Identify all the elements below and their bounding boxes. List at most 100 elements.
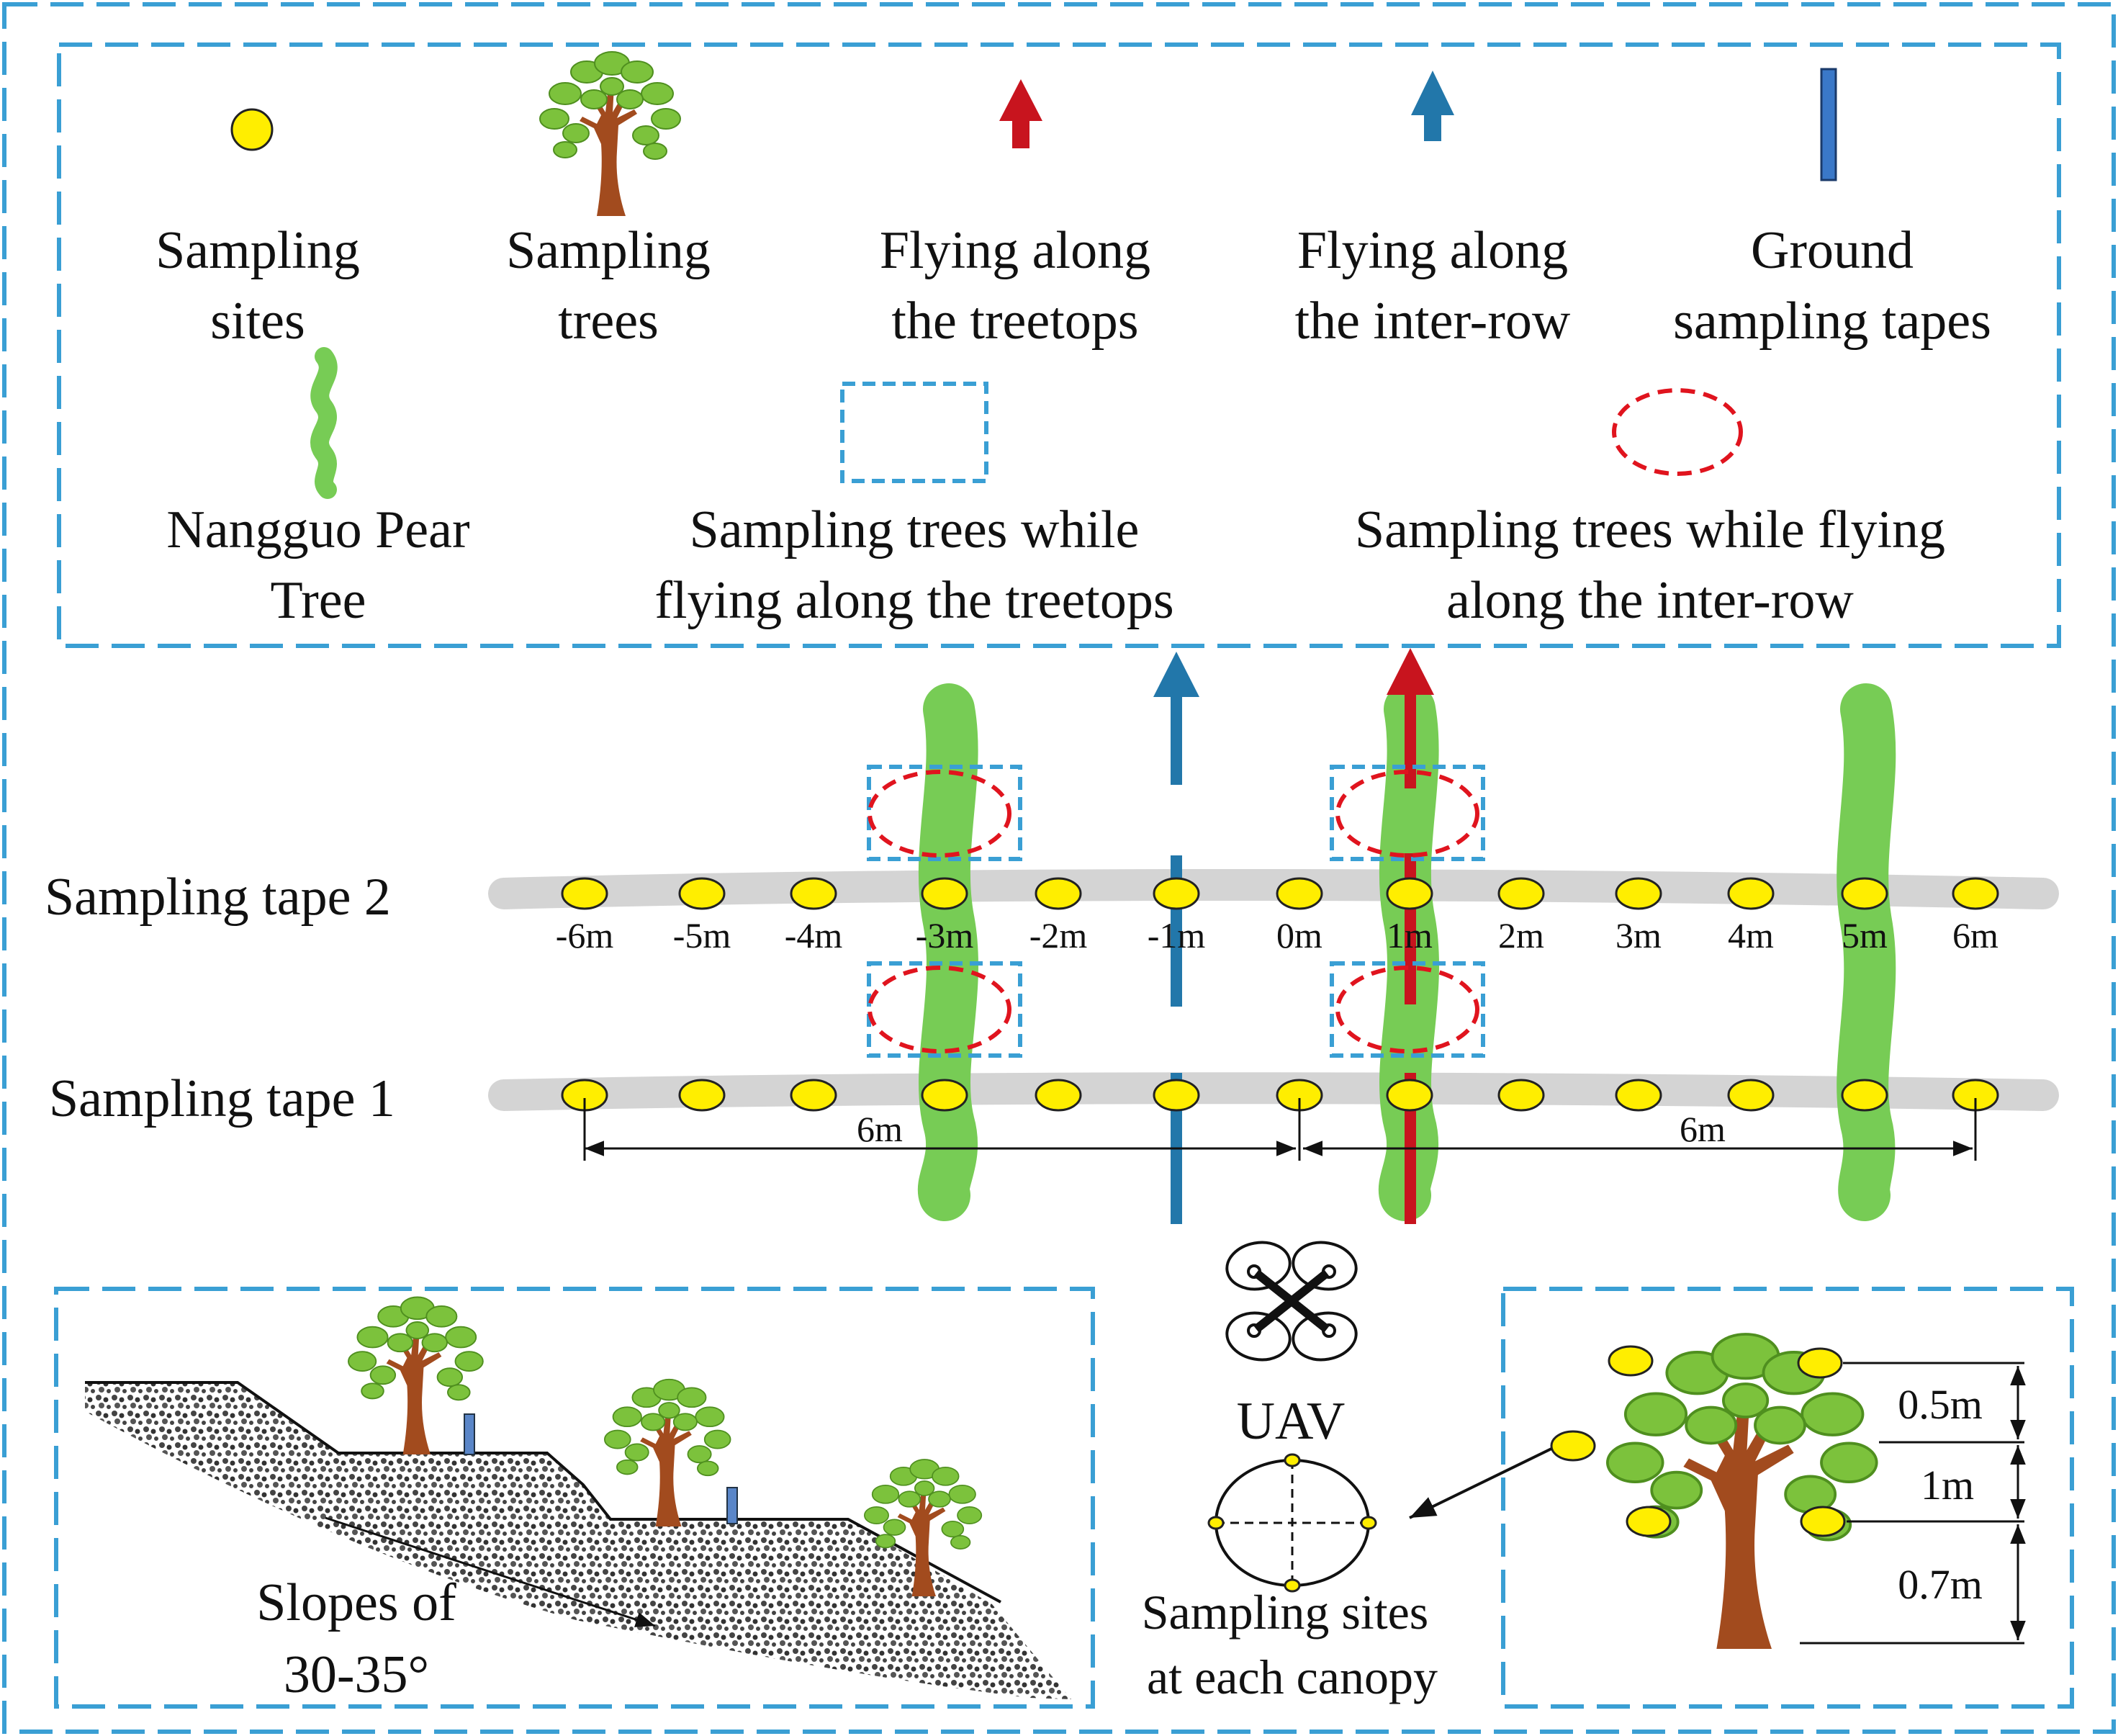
tape-2-label: Sampling tape 2 xyxy=(45,868,391,927)
interrow-sample-ellipse-3 xyxy=(1335,770,1479,858)
legend-flying-interrow-2: the inter-row xyxy=(1295,292,1571,351)
legend-box-treetops-1: Sampling trees while xyxy=(690,500,1140,559)
position-label: 2m xyxy=(1498,915,1544,955)
treetop-box-symbol xyxy=(840,382,988,483)
legend-sampling-sites-2: sites xyxy=(210,292,305,351)
tape-1-site xyxy=(1727,1079,1775,1112)
legend-pear-tree-1: Nangguo Pear xyxy=(166,500,469,559)
tape-2-site xyxy=(921,877,968,910)
slope-direction-arrow xyxy=(325,1516,656,1627)
position-label: -2m xyxy=(1029,915,1088,955)
tape-2-site xyxy=(561,877,608,910)
legend: Sampling sites Sampling trees Flying alo… xyxy=(156,51,1991,630)
tape-1-site xyxy=(790,1079,837,1112)
slope-tape-post-2 xyxy=(726,1487,738,1524)
legend-ellipse-interrow-2: along the inter-row xyxy=(1446,571,1854,630)
tape-2-site xyxy=(1386,877,1433,910)
canopy-label-1: Sampling sites xyxy=(1142,1585,1429,1640)
slope-label-1: Slopes of xyxy=(256,1573,456,1632)
span-right-label: 6m xyxy=(1680,1109,1726,1149)
legend-ellipse-interrow-1: Sampling trees while flying xyxy=(1355,500,1945,559)
legend-frame xyxy=(57,42,2061,648)
uav-label: UAV xyxy=(1237,1392,1346,1451)
position-label: 6m xyxy=(1952,915,1998,955)
tape-1-label: Sampling tape 1 xyxy=(49,1069,395,1128)
interrow-sample-ellipse-2 xyxy=(868,966,1011,1053)
uav-panel: UAV Sampling sites at each canopy xyxy=(1142,1241,1438,1704)
tape-2-site xyxy=(790,877,837,910)
canopy-tree xyxy=(1608,1334,1877,1649)
tape-1-site xyxy=(1153,1079,1200,1112)
field-layout: Sampling tape 2 Sampling tape 1 -6m-5m-4… xyxy=(45,648,2059,1224)
interrow-sample-ellipse-1 xyxy=(868,770,1011,858)
height-label-bottom: 0.7m xyxy=(1898,1561,1983,1608)
tape-1-site xyxy=(678,1079,726,1112)
slope-panel: Slopes of 30-35° xyxy=(85,1296,1071,1704)
slope-gravel xyxy=(85,1382,1071,1699)
tape-1-site xyxy=(1035,1079,1082,1112)
treetop-arrow-head xyxy=(1387,648,1434,695)
legend-sampling-trees-1: Sampling xyxy=(506,221,711,280)
interrow-sample-ellipse-4 xyxy=(1335,966,1479,1053)
treetop-arrow-symbol xyxy=(999,79,1042,148)
legend-sampling-trees-2: trees xyxy=(558,292,659,351)
tape-1-site xyxy=(1615,1079,1662,1112)
tape-2-site xyxy=(1952,877,1999,910)
canopy-frame xyxy=(1501,1287,2074,1709)
tape-2-site xyxy=(1276,877,1323,910)
tape-2-site xyxy=(678,877,726,910)
tape-2-sites xyxy=(561,877,1999,910)
position-label: -3m xyxy=(916,915,974,955)
legend-flying-treetops-1: Flying along xyxy=(880,221,1150,280)
interrow-ellipse-symbol xyxy=(1612,388,1743,476)
slope-tree-2 xyxy=(603,1378,731,1526)
tape-1-site xyxy=(1841,1079,1888,1112)
canopy-site-top-left xyxy=(1608,1345,1654,1377)
position-label: 4m xyxy=(1728,915,1774,955)
interrow-arrow-head xyxy=(1153,652,1199,697)
tape-1-site xyxy=(1497,1079,1545,1112)
tape-2-site xyxy=(1615,877,1662,910)
canopy-site-bottom-left xyxy=(1626,1506,1672,1537)
tape-2-site xyxy=(1841,877,1888,910)
canopy-site-diagram xyxy=(1207,1453,1377,1593)
position-label: -5m xyxy=(673,915,731,955)
interrow-arrow-symbol xyxy=(1411,71,1454,141)
span-left-label: 6m xyxy=(857,1109,903,1149)
slope-tape-post-1 xyxy=(464,1413,475,1455)
tape-1-site xyxy=(1386,1079,1433,1112)
position-label: 1m xyxy=(1387,915,1433,955)
pear-tree-symbol xyxy=(310,347,338,499)
slope-tree-1 xyxy=(348,1296,484,1454)
canopy-site-left xyxy=(1550,1430,1596,1462)
position-label: -4m xyxy=(785,915,843,955)
legend-pear-tree-2: Tree xyxy=(271,571,366,630)
slope-label-2: 30-35° xyxy=(284,1645,429,1704)
sampling-site-symbol xyxy=(230,108,274,151)
canopy-label-2: at each canopy xyxy=(1147,1650,1438,1704)
tape-2-site xyxy=(1035,877,1082,910)
legend-flying-treetops-2: the treetops xyxy=(891,292,1138,351)
canopy-height-panel: 0.5m 1m 0.7m xyxy=(1409,1334,2026,1649)
height-label-top: 0.5m xyxy=(1898,1381,1983,1428)
legend-box-treetops-2: flying along the treetops xyxy=(654,571,1173,630)
ground-tape-symbol xyxy=(1820,68,1837,181)
position-label: 0m xyxy=(1276,915,1322,955)
canopy-pointer-arrow xyxy=(1409,1447,1552,1519)
legend-ground-tapes-1: Ground xyxy=(1751,221,1914,280)
position-label: 3m xyxy=(1615,915,1662,955)
tree-icon xyxy=(539,51,681,216)
height-label-middle: 1m xyxy=(1921,1462,1974,1508)
position-label: 5m xyxy=(1842,915,1888,955)
tape-1-sites xyxy=(561,1079,1999,1112)
tape-1-band xyxy=(488,1072,2059,1111)
legend-flying-interrow-1: Flying along xyxy=(1297,221,1568,280)
legend-ground-tapes-2: sampling tapes xyxy=(1673,292,1991,351)
position-label: -1m xyxy=(1148,915,1206,955)
tape-2-site xyxy=(1153,877,1200,910)
legend-sampling-sites-1: Sampling xyxy=(156,221,360,280)
slope-frame xyxy=(54,1287,1095,1709)
